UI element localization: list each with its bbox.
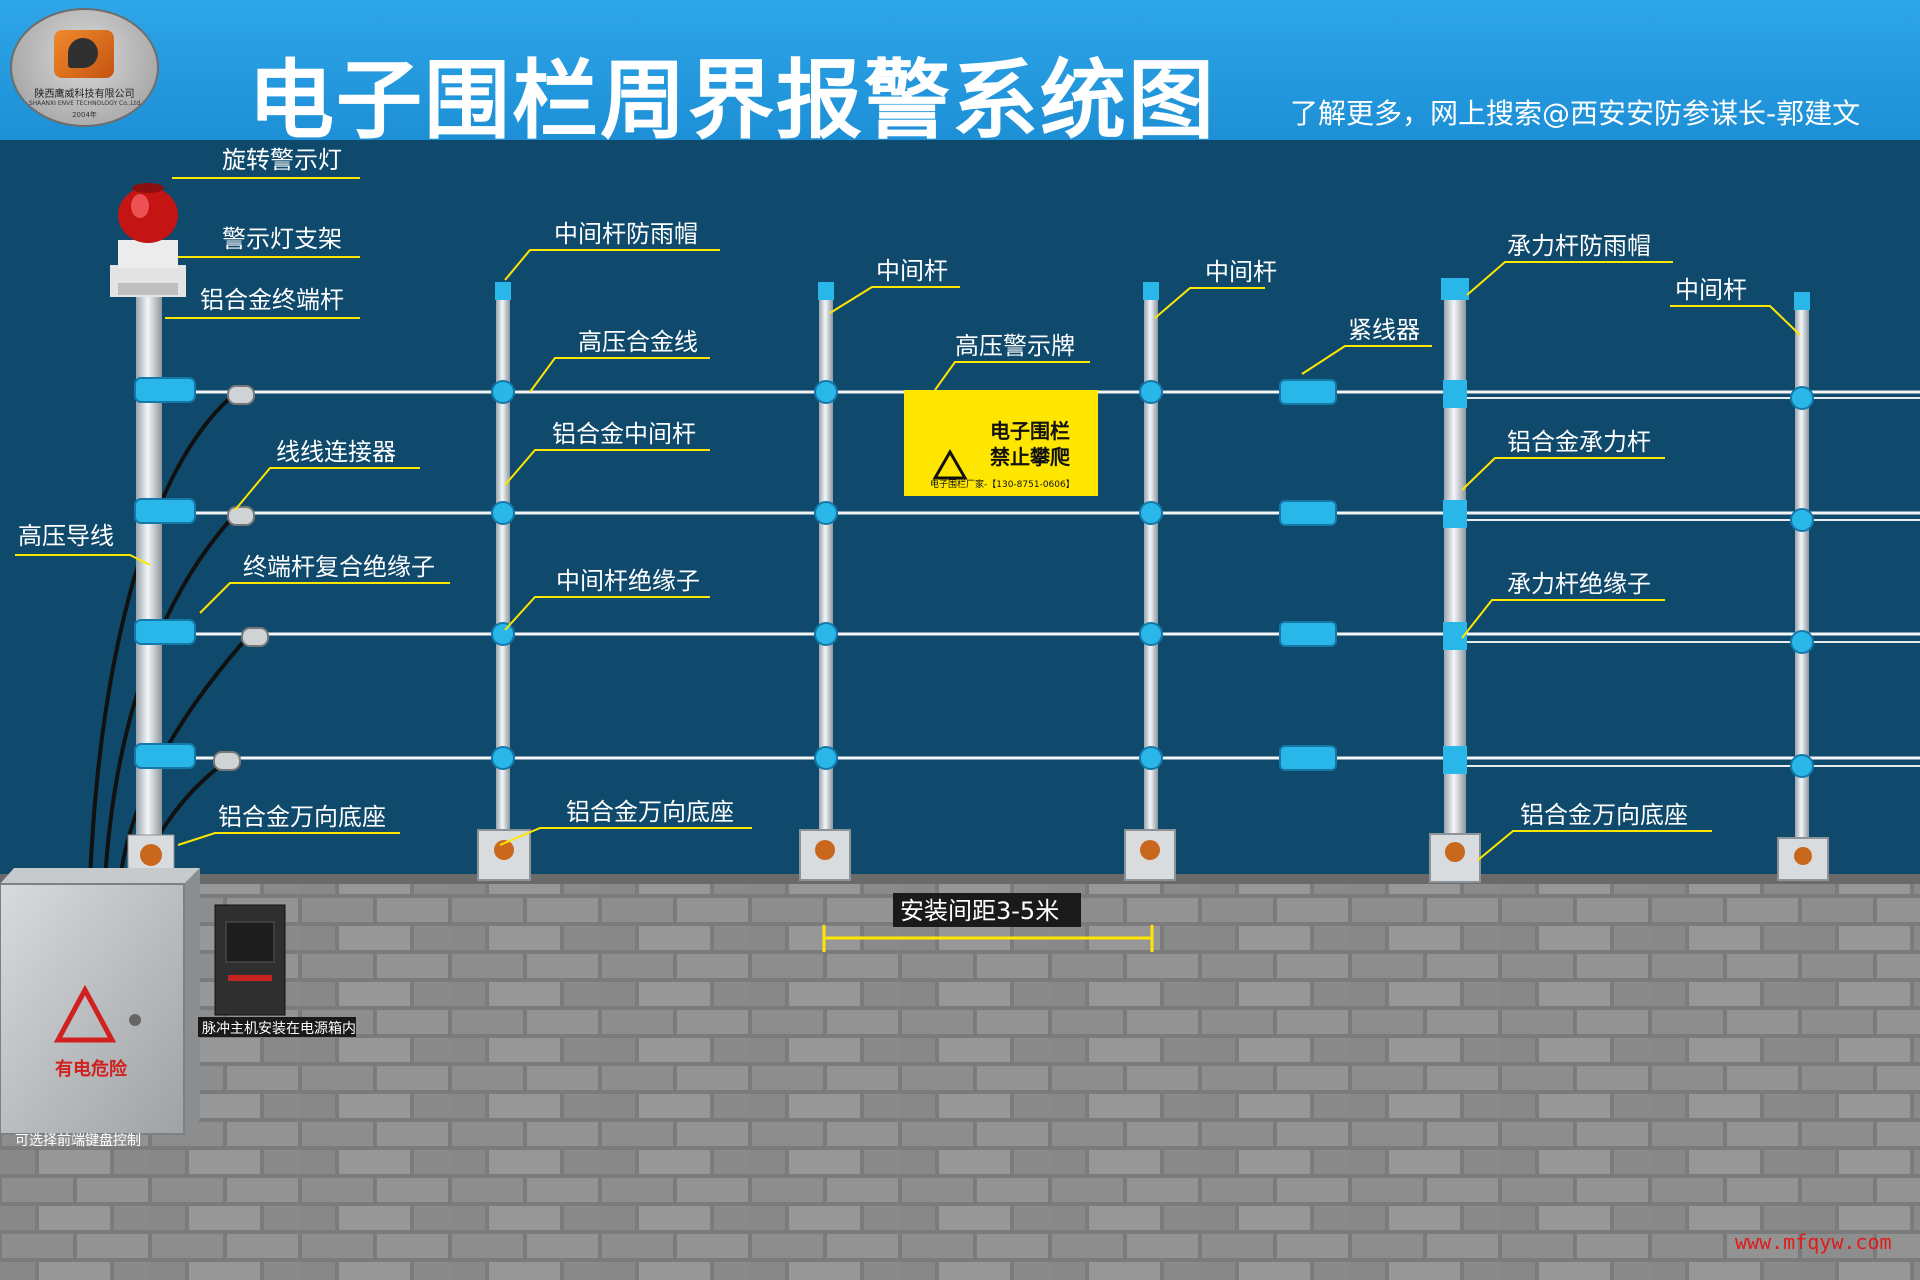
label-hv-wire: 高压合金线 xyxy=(578,328,698,356)
pulse-host-caption: 脉冲主机安装在电源箱内 xyxy=(202,1021,356,1037)
label-wire-connector: 线线连接器 xyxy=(276,438,396,466)
label-mid-post-3: 中间杆 xyxy=(1675,276,1747,304)
pulse-host: 脉冲主机安装在电源箱内 xyxy=(198,904,356,1037)
label-mid-cap: 中间杆防雨帽 xyxy=(554,220,698,248)
keyboard-control-caption: 可选择前端键盘控制 xyxy=(15,1132,141,1149)
spacing-label: 安装间距3-5米 xyxy=(900,897,1059,925)
sign-line2: 禁止攀爬 xyxy=(990,445,1071,469)
strain-post xyxy=(1441,278,1469,840)
label-terminal-post: 铝合金终端杆 xyxy=(200,286,344,314)
spacing-indicator: 安装间距3-5米 xyxy=(822,893,1154,952)
lightning-warning-icon xyxy=(932,448,968,480)
wall-top xyxy=(0,874,1920,884)
intermediate-posts xyxy=(495,282,1810,842)
label-beacon-bracket: 警示灯支架 xyxy=(222,225,342,253)
callout-lines xyxy=(15,177,1801,861)
logo-year: 2004年 xyxy=(72,111,97,119)
label-base-right: 铝合金万向底座 xyxy=(1520,801,1688,829)
brand-url: www.mfqyw.com xyxy=(1735,1230,1892,1254)
label-strain-cap: 承力杆防雨帽 xyxy=(1507,232,1651,260)
danger-text: 有电危险 xyxy=(55,1058,128,1080)
eagle-logo-icon xyxy=(54,30,114,78)
warning-sign: 电子围栏 禁止攀爬 电子围栏厂家-【130-8751-0606】 xyxy=(904,390,1098,496)
label-tensioner: 紧线器 xyxy=(1348,316,1420,344)
power-box: 有电危险 可选择前端键盘控制 xyxy=(0,868,200,1149)
label-strain-insulator: 承力杆绝缘子 xyxy=(1507,570,1651,598)
logo-company-en: SHAANXI ENVE TECHNOLOGY Co.,Ltd xyxy=(28,100,141,107)
label-mid-post-1: 中间杆 xyxy=(876,257,948,285)
label-warning-sign: 高压警示牌 xyxy=(955,332,1075,360)
wire-connectors xyxy=(213,385,269,771)
page-title: 电子围栏周界报警系统图 xyxy=(248,51,1216,151)
label-hv-lead: 高压导线 xyxy=(18,522,114,550)
sign-line1: 电子围栏 xyxy=(990,419,1070,443)
company-logo: 陕西鹰威科技有限公司 SHAANXI ENVE TECHNOLOGY Co.,L… xyxy=(10,8,159,127)
brick-pattern xyxy=(0,880,1920,1280)
wire-tensioners xyxy=(1279,379,1337,771)
label-base-left: 铝合金万向底座 xyxy=(218,803,386,831)
fence-wires xyxy=(135,390,1920,767)
rotating-beacon-icon xyxy=(118,183,178,268)
label-mid-insulator: 中间杆绝缘子 xyxy=(556,567,700,595)
sign-footer: 电子围栏厂家-【130-8751-0606】 xyxy=(930,478,1075,490)
universal-bases xyxy=(477,829,1829,883)
logo-company-name: 陕西鹰威科技有限公司 xyxy=(34,89,135,100)
label-base-mid: 铝合金万向底座 xyxy=(566,798,734,826)
header-banner: 陕西鹰威科技有限公司 SHAANXI ENVE TECHNOLOGY Co.,L… xyxy=(0,0,1920,151)
electric-danger-icon xyxy=(53,984,117,1043)
label-rotating-beacon: 旋转警示灯 xyxy=(222,146,342,174)
page-subtitle: 了解更多，网上搜索@西安安防参谋长-郭建文 xyxy=(1290,97,1861,130)
label-terminal-insulator: 终端杆复合绝缘子 xyxy=(243,553,435,581)
label-mid-post-2: 中间杆 xyxy=(1205,258,1277,286)
terminal-insulators xyxy=(134,377,196,769)
label-mid-post-al: 铝合金中间杆 xyxy=(552,420,696,448)
intermediate-insulators xyxy=(491,380,1814,778)
terminal-post xyxy=(110,265,186,886)
label-strain-post: 铝合金承力杆 xyxy=(1507,428,1651,456)
